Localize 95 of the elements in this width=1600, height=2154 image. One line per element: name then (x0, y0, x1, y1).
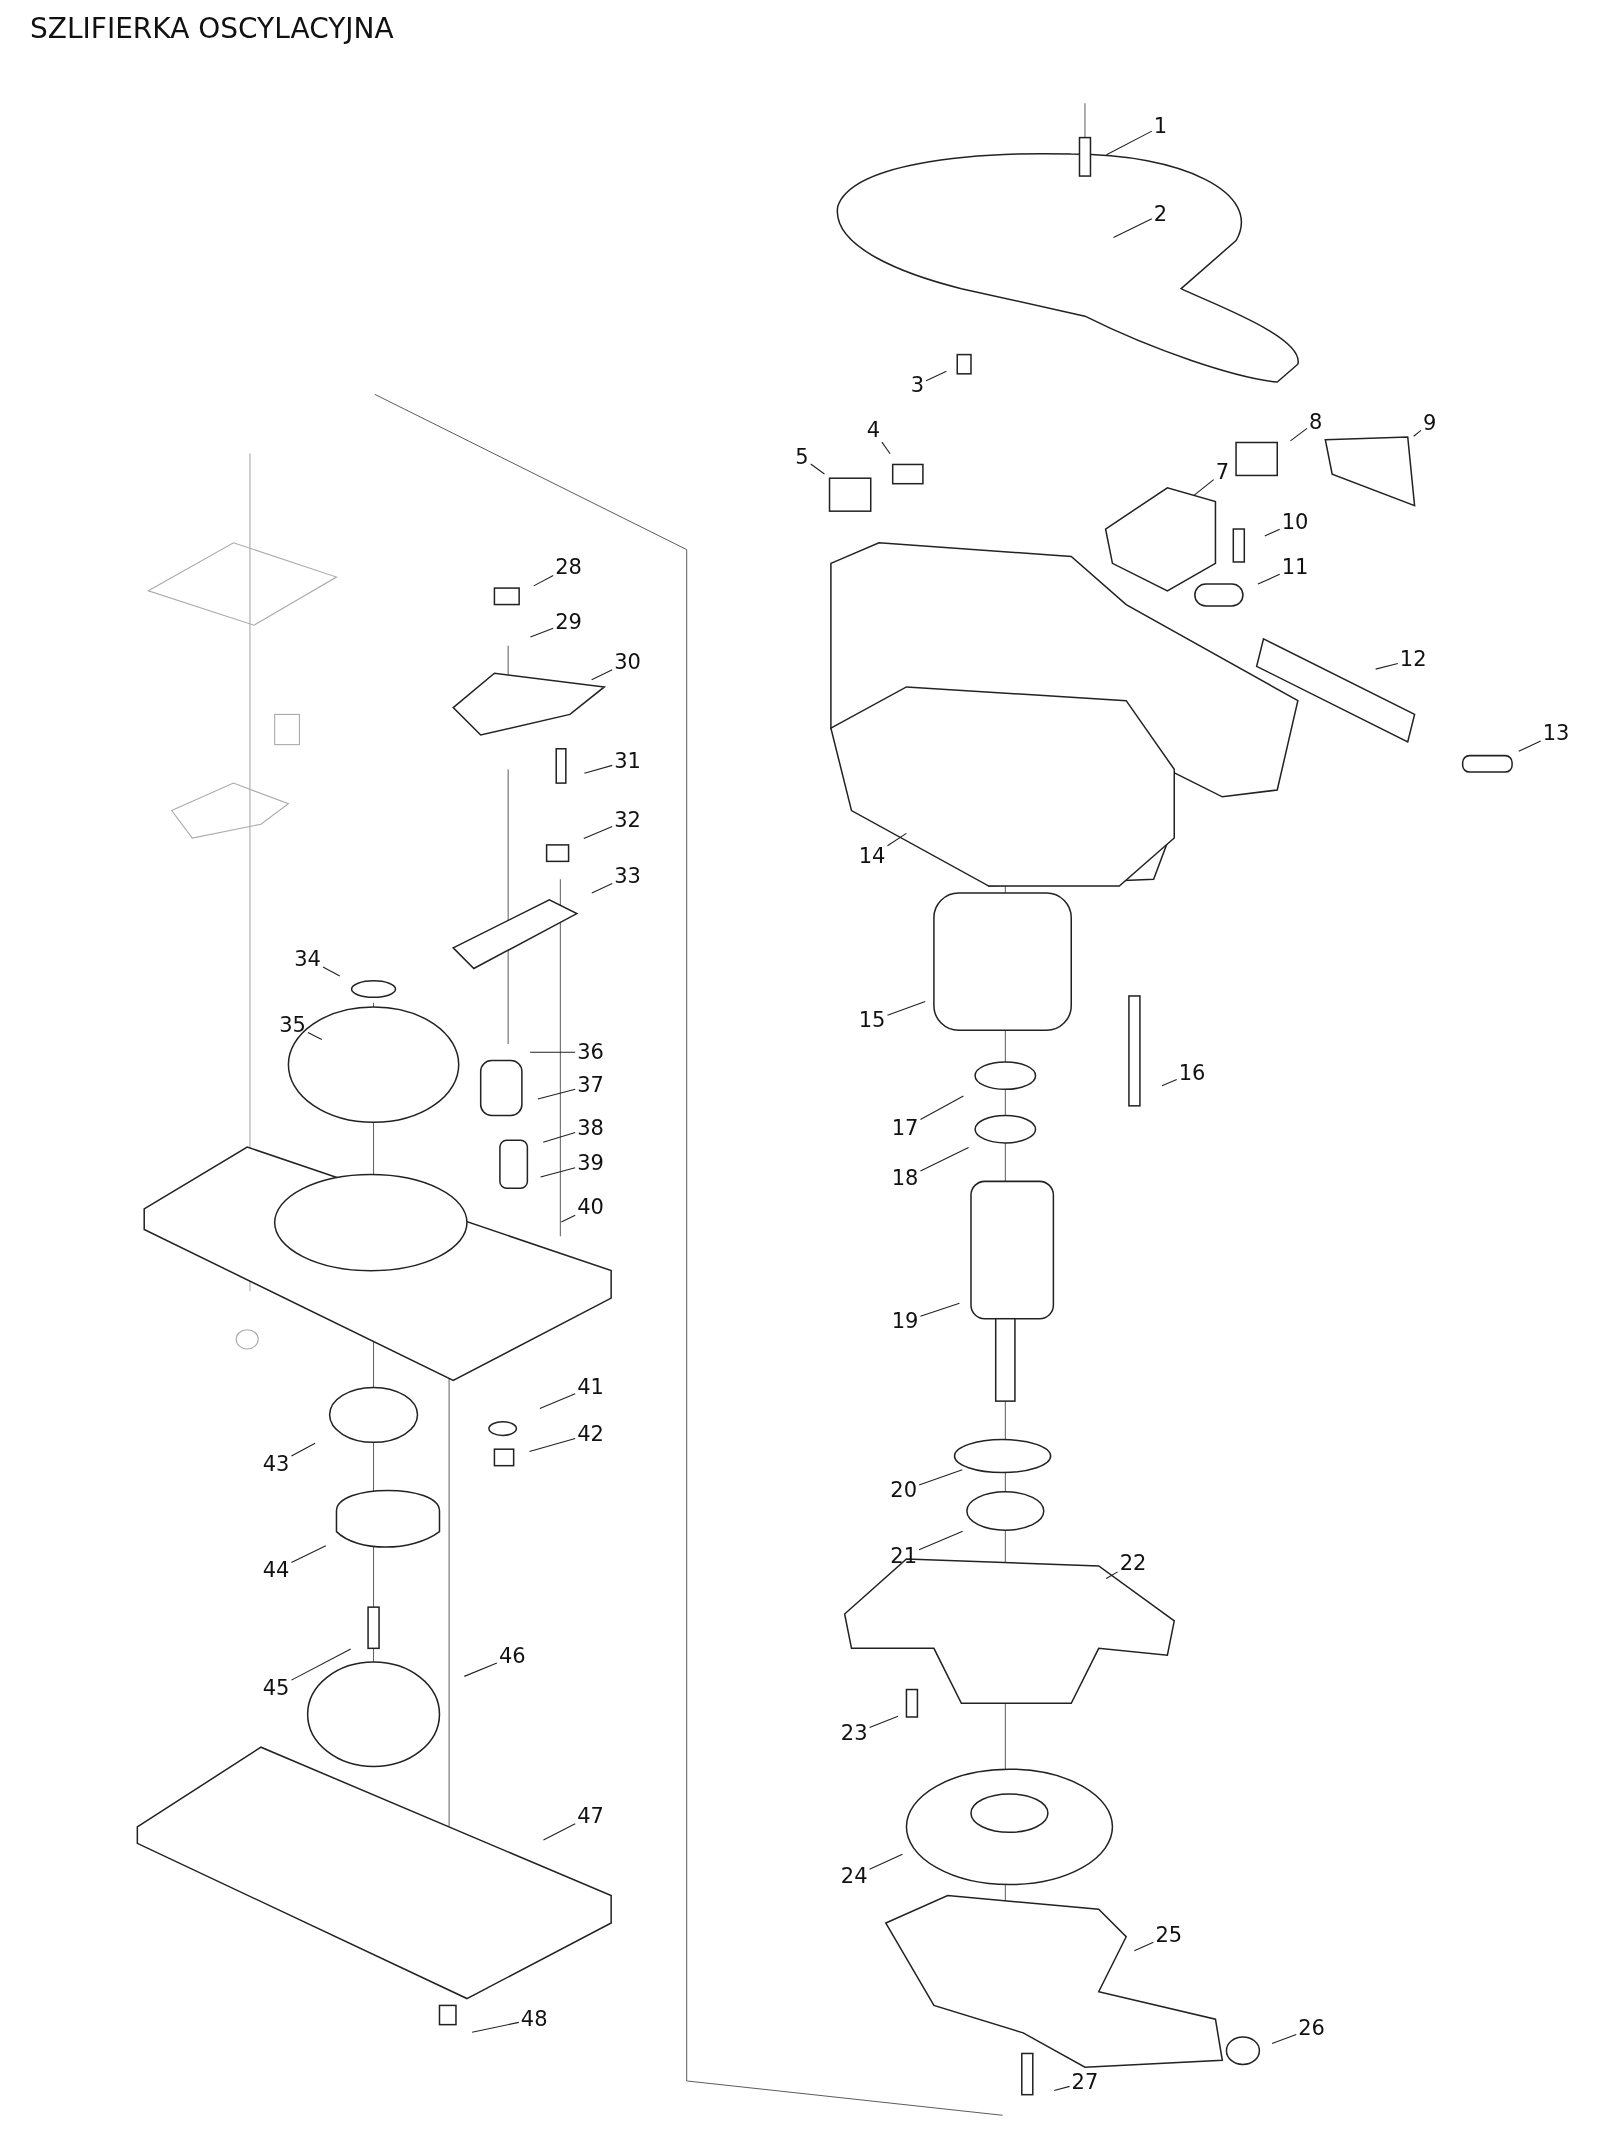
leader-line (542, 1823, 576, 1841)
leader-line (1112, 218, 1153, 239)
callout-number: 36 (575, 1040, 606, 1064)
callout-number: 35 (277, 1012, 308, 1037)
leader-line (886, 832, 907, 847)
leader-line (1257, 573, 1281, 585)
callout-number: 40 (575, 1195, 606, 1220)
callout-number: 14 (856, 843, 888, 868)
leader-line (290, 1442, 316, 1457)
leader-line (1105, 130, 1153, 156)
leader-line (919, 1146, 970, 1172)
callout-number: 24 (838, 1864, 870, 1889)
callout-number: 32 (612, 807, 643, 832)
leader-line (1105, 1571, 1119, 1579)
callout-number: 45 (260, 1675, 292, 1700)
callout-number: 7 (1213, 460, 1231, 485)
leader-line (1193, 479, 1215, 496)
callout-number: 9 (1421, 411, 1439, 435)
callout-number: 10 (1279, 509, 1311, 534)
callout-number: 17 (889, 1115, 921, 1140)
callout-number: 23 (838, 1721, 870, 1746)
leader-line (1133, 1941, 1154, 1952)
callout-number: 27 (1069, 2070, 1101, 2095)
callout-number: 29 (553, 610, 584, 635)
callout-number: 43 (260, 1452, 292, 1477)
leader-line (1518, 740, 1542, 752)
callout-number: 18 (889, 1166, 921, 1191)
leader-line (463, 1662, 498, 1677)
leader-line (1413, 429, 1422, 437)
callout-number: 47 (575, 1803, 606, 1828)
leader-line (290, 1545, 327, 1564)
callout-number: 28 (553, 555, 584, 580)
callout-number: 31 (612, 748, 643, 773)
callout-number: 42 (575, 1421, 606, 1446)
leader-line (529, 1051, 576, 1053)
leader-line (529, 627, 554, 638)
title: SZLIFIERKA OSCYLACYJNA (30, 12, 394, 45)
leader-line (540, 1167, 576, 1178)
callout-number: 16 (1176, 1060, 1208, 1085)
callout-number: 25 (1153, 1923, 1185, 1948)
leader-line (537, 1088, 576, 1100)
leader-line (869, 1715, 899, 1728)
leader-line (1264, 528, 1281, 537)
leader-line (1289, 427, 1308, 442)
leader-line (886, 1001, 926, 1016)
leader-line (1161, 1078, 1178, 1087)
callout-number: 11 (1279, 555, 1311, 580)
callout-number: 3 (908, 372, 927, 397)
leader-line (539, 1393, 576, 1410)
leader-line (533, 575, 554, 587)
callout-number: 1 (1151, 114, 1170, 139)
leader-line (881, 441, 891, 455)
leader-line (591, 883, 613, 894)
leader-line (583, 764, 613, 774)
leader-line (925, 370, 947, 382)
leader-line (560, 1214, 576, 1223)
callout-number: 12 (1397, 647, 1429, 672)
leader-line (1271, 2033, 1297, 2045)
callout-number: 30 (612, 649, 643, 674)
callout-number: 38 (575, 1115, 606, 1140)
leader-line (919, 1302, 960, 1317)
callout-number: 41 (575, 1375, 606, 1400)
leader-line (528, 1437, 576, 1453)
leader-line (583, 826, 613, 840)
callout-number: 44 (260, 1557, 292, 1582)
leader-line (919, 1095, 964, 1120)
leader-line (1053, 2085, 1071, 2091)
leader-line (1375, 662, 1399, 670)
leader-line (471, 2021, 520, 2033)
callout-number: 34 (292, 946, 323, 971)
leader-line (918, 1469, 963, 1486)
leader-line (290, 1648, 352, 1681)
callout-number: 2 (1151, 202, 1170, 227)
callout-number: 39 (575, 1151, 606, 1176)
leader-line (591, 669, 613, 681)
leader-line (918, 1530, 964, 1551)
callout-number: 19 (889, 1309, 921, 1334)
callout-number: 22 (1117, 1550, 1149, 1575)
callout-number: 5 (793, 445, 811, 470)
callout-number: 48 (518, 2006, 550, 2031)
callout-number: 37 (575, 1072, 606, 1097)
callout-number: 20 (888, 1478, 920, 1503)
callout-number: 46 (496, 1644, 528, 1669)
leader-line (869, 1853, 903, 1870)
callout-number: 4 (864, 417, 883, 442)
callout-number: 15 (856, 1008, 888, 1033)
callout-number: 26 (1296, 2016, 1327, 2041)
callout-number: 21 (888, 1544, 920, 1569)
leader-line (810, 463, 825, 475)
leader-line (542, 1131, 576, 1143)
callout-number: 13 (1540, 721, 1572, 746)
leader-line (307, 1031, 323, 1040)
callout-number: 8 (1307, 409, 1325, 434)
leader-line (322, 966, 341, 977)
callout-number: 33 (612, 864, 643, 889)
